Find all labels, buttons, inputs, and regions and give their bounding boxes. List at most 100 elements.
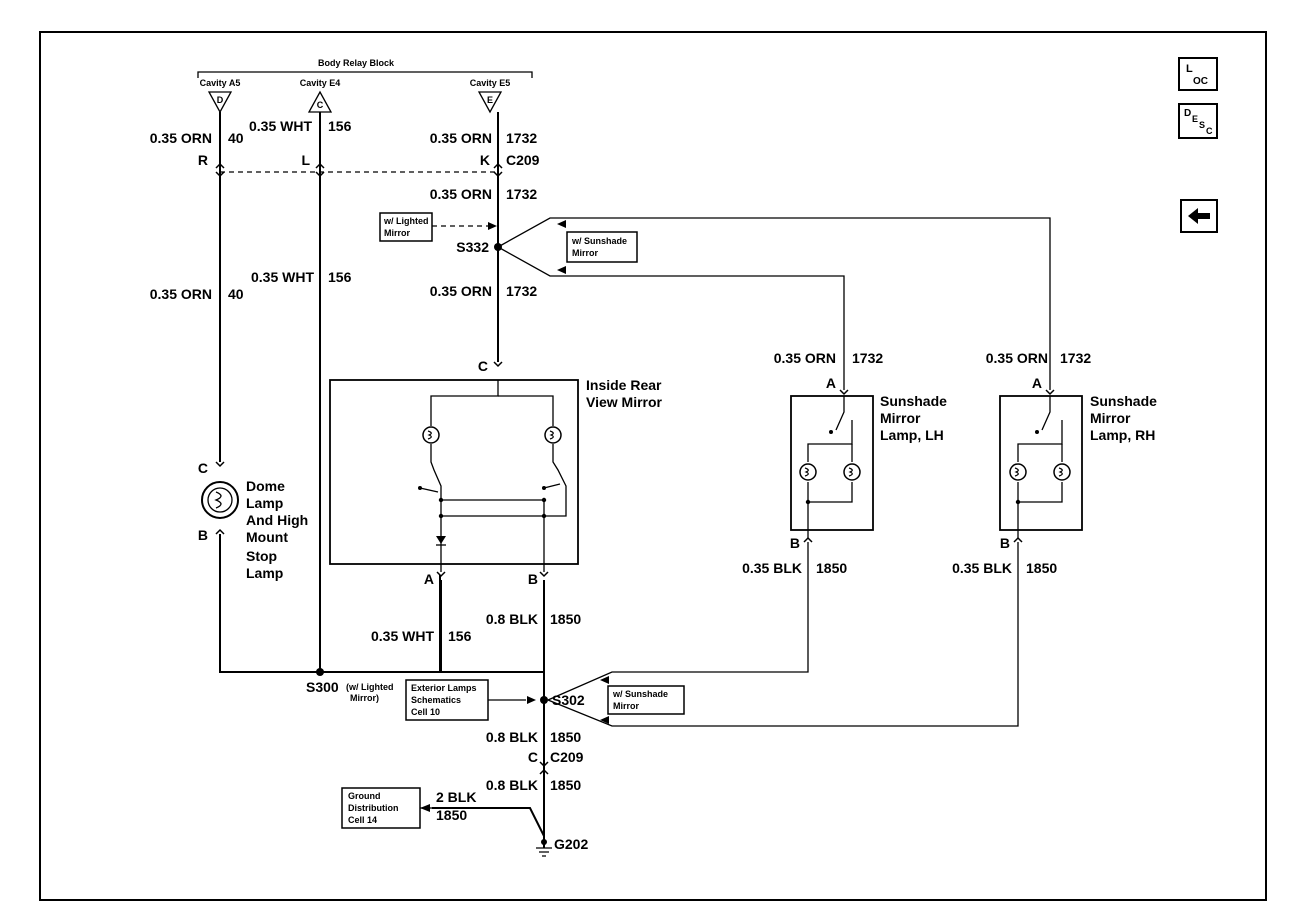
wire-1850-b-spec: 0.8 BLK — [486, 729, 538, 745]
ground-g202: G202 — [536, 836, 588, 857]
ground-note-line2: Distribution — [348, 803, 399, 813]
sunshade-top-note-box — [566, 231, 638, 263]
wire-156-top-spec: 0.35 WHT — [249, 118, 312, 134]
wire-156-bot-spec: 0.35 WHT — [371, 628, 434, 644]
s300-dot — [316, 668, 324, 676]
wire-1732-rh-num: 1732 — [1060, 350, 1091, 366]
inside-rear-view-mirror: C Inside Rear View Mirror A B — [329, 358, 663, 587]
lighted-mirror-note-line2: Mirror — [384, 228, 411, 238]
wire-1732-b-num: 1732 — [506, 186, 537, 202]
wire-156-mid-spec: 0.35 WHT — [251, 269, 314, 285]
exterior-note-line3: Cell 10 — [411, 707, 440, 717]
wire-156-bot-num: 156 — [448, 628, 472, 644]
wire-1850-b-num: 1850 — [550, 729, 581, 745]
lamp-lh-label-line3: Lamp, LH — [880, 427, 944, 443]
lamp-rh-pin-a: A — [1032, 375, 1042, 391]
description-sub3: C — [1206, 126, 1213, 136]
c209-bottom-label: C209 — [550, 749, 584, 765]
wire-1732-c-spec: 0.35 ORN — [430, 283, 492, 299]
wire-1850-lh-spec: 0.35 BLK — [742, 560, 802, 576]
location-button[interactable]: L OC — [1178, 57, 1218, 91]
dome-pin-c: C — [198, 460, 208, 476]
wire-1732-lh-num: 1732 — [852, 350, 883, 366]
splice-s302: S302 w/ Sunshade Mirror Exterior Lamps S… — [405, 676, 685, 724]
c209-top-label: C209 — [506, 152, 540, 168]
relay-block-label: Body Relay Block — [318, 58, 395, 68]
description-button[interactable]: D E S C — [1178, 103, 1218, 139]
wire-1732-lh-spec: 0.35 ORN — [774, 350, 836, 366]
cavity-a5-terminal-letter: D — [217, 95, 224, 105]
dome-label-line5: Stop — [246, 548, 277, 564]
lamp-rh-label-line1: Sunshade — [1090, 393, 1157, 409]
cavity-e4-label: Cavity E4 — [300, 78, 341, 88]
sunshade-top-note-line2: Mirror — [572, 248, 599, 258]
lamp-lh-pin-a: A — [826, 375, 836, 391]
lighted-mirror-note-box — [379, 212, 433, 242]
splice-s332: S332 w/ Lighted Mirror w/ Sunshade Mirro… — [379, 212, 1051, 390]
lamp-lh-pin-b: B — [790, 535, 800, 551]
wire-1850-lh — [547, 542, 809, 701]
s300-label: S300 — [306, 679, 339, 695]
wire-1850-rh-spec: 0.35 BLK — [952, 560, 1012, 576]
lamp-rh-label-line2: Mirror — [1090, 410, 1131, 426]
wire-156-top-num: 156 — [328, 118, 352, 134]
wire-40-mid-num: 40 — [228, 286, 244, 302]
c209-pin-k: K — [480, 152, 490, 168]
description-main: D — [1184, 108, 1191, 119]
wire-1850-a-spec: 0.8 BLK — [486, 611, 538, 627]
lamp-lh-label-line2: Mirror — [880, 410, 921, 426]
cavity-e5-label: Cavity E5 — [470, 78, 511, 88]
cavity-a5-label: Cavity A5 — [200, 78, 241, 88]
ground-note-line3: Cell 14 — [348, 815, 377, 825]
dome-label-line4: Mount — [246, 529, 288, 545]
arrow-left-icon — [1188, 208, 1210, 224]
wire-1850-a-num: 1850 — [550, 611, 581, 627]
wire-40-top-num: 40 — [228, 130, 244, 146]
cavity-e4-terminal-letter: C — [317, 100, 324, 110]
s332-label: S332 — [456, 239, 489, 255]
c209-bottom-pin: C — [528, 749, 538, 765]
mirror-label-line1: Inside Rear — [586, 377, 662, 393]
lamp-rh-pin-b: B — [1000, 535, 1010, 551]
dome-label-line1: Dome — [246, 478, 285, 494]
wire-1850-c-spec: 0.8 BLK — [486, 777, 538, 793]
sunshade-top-note-line1: w/ Sunshade — [571, 236, 627, 246]
exterior-note-line1: Exterior Lamps — [411, 683, 477, 693]
sunshade-bottom-note-box — [607, 685, 685, 715]
mirror-label-line2: View Mirror — [586, 394, 663, 410]
mirror-pin-b: B — [528, 571, 538, 587]
dome-label-line6: Lamp — [246, 565, 283, 581]
sunshade-lamp-rh: 0.35 ORN 1732 A B Sunshade Mirror Lamp, … — [952, 350, 1157, 576]
dome-pin-b: B — [198, 527, 208, 543]
wire-1850-gnd-num: 1850 — [436, 807, 467, 823]
wire-1850-rh — [547, 542, 1019, 727]
cavity-a5-terminal — [207, 91, 233, 114]
lamp-rh-label-line3: Lamp, RH — [1090, 427, 1155, 443]
wire-1732-c-num: 1732 — [506, 283, 537, 299]
sunshade-bottom-note-line2: Mirror — [613, 701, 640, 711]
wire-1732-rh-spec: 0.35 ORN — [986, 350, 1048, 366]
g202-label: G202 — [554, 836, 588, 852]
wire-40-mid-spec: 0.35 ORN — [150, 286, 212, 302]
body-relay-block: Body Relay Block Cavity A5 Cavity E4 Cav… — [197, 58, 533, 114]
wire-40-top-spec: 0.35 ORN — [150, 130, 212, 146]
s302-label: S302 — [552, 692, 585, 708]
back-button[interactable] — [1180, 199, 1218, 233]
description-sub2: S — [1199, 120, 1205, 130]
wire-1850-rh-num: 1850 — [1026, 560, 1057, 576]
wire-156-mid-num: 156 — [328, 269, 352, 285]
description-sub1: E — [1192, 114, 1198, 124]
wire-1732-a-num: 1732 — [506, 130, 537, 146]
dome-label-line2: Lamp — [246, 495, 283, 511]
dome-label-line3: And High — [246, 512, 308, 528]
wire-1732-a-spec: 0.35 ORN — [430, 130, 492, 146]
s300-note-line2: Mirror) — [350, 693, 379, 703]
wire-156-bottom — [320, 575, 441, 673]
wire-1732-b-spec: 0.35 ORN — [430, 186, 492, 202]
exterior-note-line2: Schematics — [411, 695, 461, 705]
lamp-lh-label-line1: Sunshade — [880, 393, 947, 409]
dome-lamp: C B Dome Lamp And High Mount Stop Lamp — [198, 460, 308, 581]
exterior-lamps-note-box — [405, 679, 489, 721]
diagram-frame — [39, 31, 1267, 901]
